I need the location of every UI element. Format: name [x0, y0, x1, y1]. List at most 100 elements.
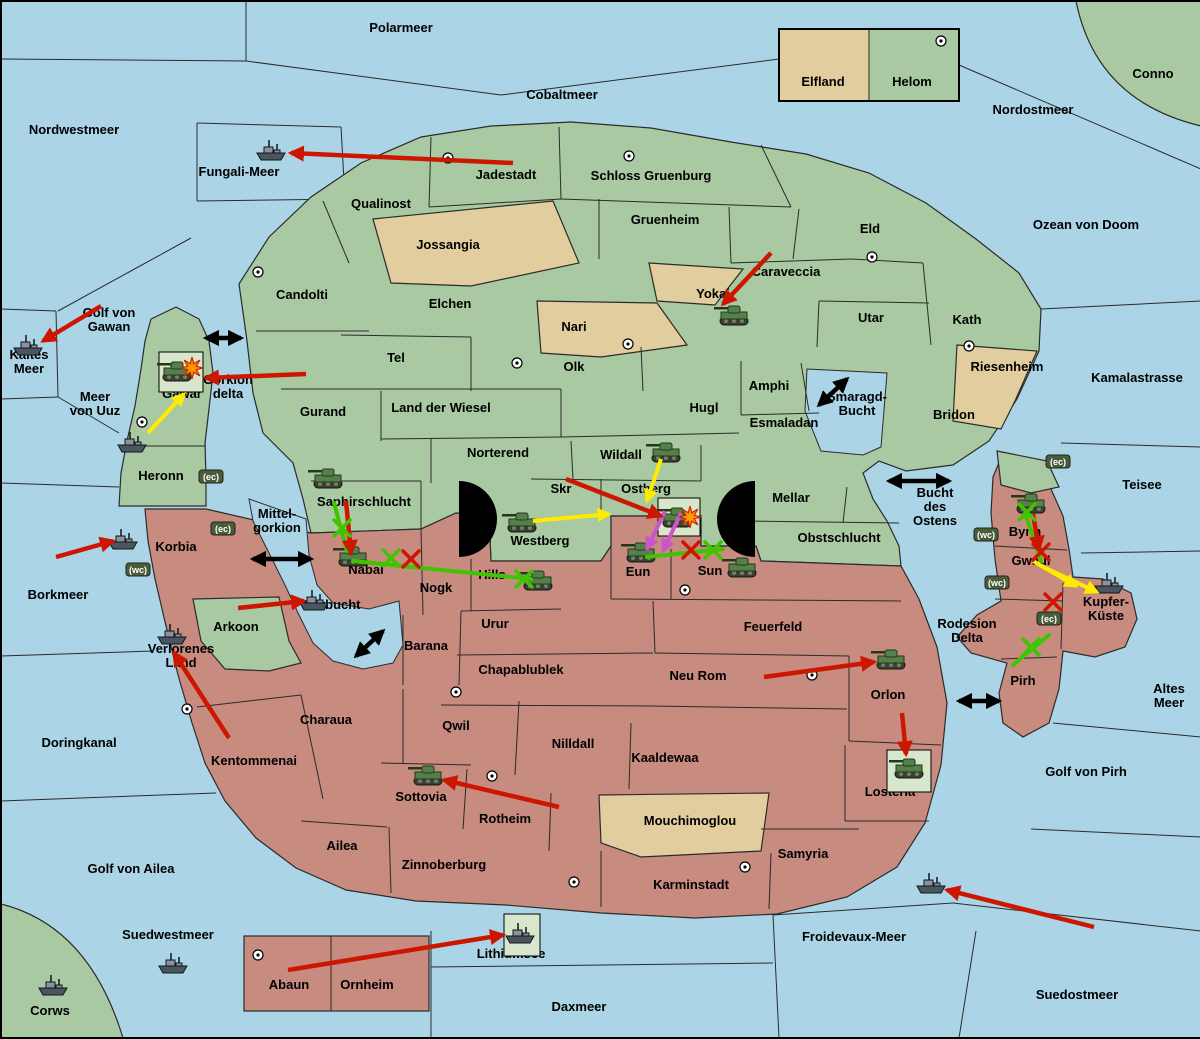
ship-hull	[257, 153, 285, 160]
region-label-ostberg: Ostberg	[621, 481, 671, 496]
tank-turret	[736, 558, 748, 565]
region-label-mouchimoglou: Mouchimoglou	[644, 813, 736, 828]
tank-turret	[532, 571, 544, 578]
region-label-kentommenai: Kentommenai	[211, 753, 297, 768]
sea-label-borkmeer: Borkmeer	[28, 587, 89, 602]
explosion-burst	[679, 506, 701, 528]
region-label-eld: Eld	[860, 221, 880, 236]
coalition-chip: (ec)	[1046, 455, 1070, 468]
region-label-obstschlucht: Obstschlucht	[797, 530, 881, 545]
ship-hull	[118, 445, 146, 452]
ship-cabin	[264, 147, 273, 153]
ship-cabin	[166, 960, 175, 966]
region-label-utar: Utar	[858, 310, 884, 325]
sea-label-polarmeer: Polarmeer	[369, 20, 433, 35]
region-label-westberg: Westberg	[511, 533, 570, 548]
region-label-bridon: Bridon	[933, 407, 975, 422]
region-label-elchen: Elchen	[429, 296, 472, 311]
inset-left-region[interactable]	[779, 29, 869, 101]
city-dot	[569, 877, 579, 887]
coalition-chip: (wc)	[974, 528, 998, 541]
sea-label-daxmeer: Daxmeer	[552, 999, 607, 1014]
region-label-gruenheim: Gruenheim	[631, 212, 700, 227]
ship-hull	[14, 348, 42, 355]
region-label-pirh: Pirh	[1010, 673, 1035, 688]
ship-cabin	[116, 536, 125, 542]
tank-turret	[903, 759, 915, 766]
region-label-chapablublek: Chapablublek	[478, 662, 564, 677]
svg-text:(ec): (ec)	[203, 472, 219, 482]
region-label-caraveccia: Caraveccia	[752, 264, 821, 279]
sea-label-golf-von-ailea: Golf von Ailea	[88, 861, 176, 876]
sea-label-teisee: Teisee	[1122, 477, 1162, 492]
region-label-urur: Urur	[481, 616, 508, 631]
region-label-eun: Eun	[626, 564, 651, 579]
region-label-karminstadt: Karminstadt	[653, 877, 730, 892]
region-label-ailea: Ailea	[326, 838, 358, 853]
island-abaun-ornheim-island[interactable]	[244, 936, 429, 1011]
tank-turret	[422, 766, 434, 773]
region-label-esmaladan: Esmaladan	[750, 415, 819, 430]
tank-barrel	[714, 307, 728, 310]
city-dot	[253, 950, 263, 960]
region-label-jossangia: Jossangia	[416, 237, 480, 252]
region-label-kaaldewaa: Kaaldewaa	[631, 750, 699, 765]
region-label-wildall: Wildall	[600, 447, 642, 462]
region-label-korbia: Korbia	[155, 539, 197, 554]
explosion-burst	[181, 357, 203, 379]
region-label-skr: Skr	[551, 481, 572, 496]
tank-turret	[322, 469, 334, 476]
region-label-qualinost: Qualinost	[351, 196, 412, 211]
region-label-land-der-wiesel: Land der Wiesel	[391, 400, 491, 415]
tank-barrel	[722, 559, 736, 562]
region-label-ornheim: Ornheim	[340, 977, 393, 992]
coalition-chip: (ec)	[211, 522, 235, 535]
ship-hull	[159, 966, 187, 973]
ship-cabin	[165, 631, 174, 637]
region-label-tel: Tel	[387, 350, 405, 365]
region-label-abaun: Abaun	[269, 977, 310, 992]
sea-label-fungali-meer: Fungali-Meer	[199, 164, 280, 179]
city-dot	[137, 417, 147, 427]
city-dot	[680, 585, 690, 595]
region-label-schloss-gruenburg: Schloss Gruenburg	[591, 168, 712, 183]
region-label-hugl: Hugl	[690, 400, 719, 415]
region-label-barana: Barana	[404, 638, 449, 653]
sea-label-conno: Conno	[1132, 66, 1173, 81]
coalition-chip: (ec)	[1037, 612, 1061, 625]
sea-label-doringkanal: Doringkanal	[41, 735, 116, 750]
sea-label-mittel-gorkion: Mittel-gorkion	[253, 506, 301, 535]
ship-hull	[506, 936, 534, 943]
sea-label-golf-von-pirh: Golf von Pirh	[1045, 764, 1127, 779]
city-dot	[964, 341, 974, 351]
region-label-gurand: Gurand	[300, 404, 346, 419]
sea-label-corws: Corws	[30, 1003, 70, 1018]
ship-cabin	[924, 880, 933, 886]
sea-label-suedostmeer: Suedostmeer	[1036, 987, 1118, 1002]
region-label-neu-rom: Neu Rom	[669, 668, 726, 683]
ship-hull	[158, 637, 186, 644]
region-label-norterend: Norterend	[467, 445, 529, 460]
region-label-zinnoberburg: Zinnoberburg	[402, 857, 487, 872]
tank-barrel	[889, 760, 903, 763]
city-dot	[182, 704, 192, 714]
tank-turret	[516, 513, 528, 520]
region-label-samyria: Samyria	[778, 846, 829, 861]
svg-text:(ec): (ec)	[1041, 614, 1057, 624]
ship-hull	[300, 603, 328, 610]
tank-barrel	[646, 444, 660, 447]
sea-label-ozean-von-doom: Ozean von Doom	[1033, 217, 1139, 232]
svg-text:(ec): (ec)	[215, 524, 231, 534]
coalition-chip: (ec)	[199, 470, 223, 483]
city-dot	[867, 252, 877, 262]
sea-label-froidevaux-meer: Froidevaux-Meer	[802, 929, 906, 944]
sea-label-kamalastrasse: Kamalastrasse	[1091, 370, 1183, 385]
city-dot	[740, 862, 750, 872]
city-dot	[624, 151, 634, 161]
tank-barrel	[871, 651, 885, 654]
tank-barrel	[502, 514, 516, 517]
region-label-olk: Olk	[564, 359, 586, 374]
